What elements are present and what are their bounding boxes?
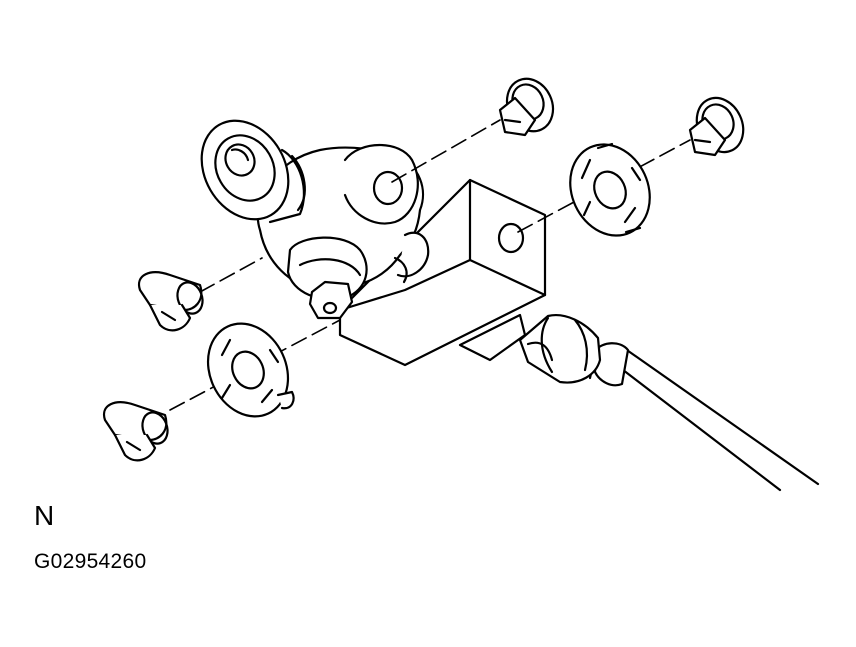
fitting-elbow-lower bbox=[104, 402, 172, 460]
valve-cap bbox=[184, 105, 305, 235]
valve-nut bbox=[310, 282, 352, 318]
valve-body bbox=[258, 145, 428, 318]
fitting-top-center bbox=[499, 71, 562, 139]
valve-right-port bbox=[374, 172, 402, 204]
fitting-elbow-left bbox=[139, 272, 207, 330]
figure-id-label: G02954260 bbox=[34, 550, 147, 573]
fitting-top-right bbox=[688, 90, 752, 159]
gasket-right bbox=[556, 131, 665, 248]
orientation-label: N bbox=[34, 500, 55, 531]
block-port-circle bbox=[499, 224, 523, 252]
hose bbox=[590, 343, 818, 490]
mounting-block bbox=[340, 180, 545, 365]
hose-fitting bbox=[520, 315, 600, 382]
gasket-lower bbox=[193, 310, 302, 429]
